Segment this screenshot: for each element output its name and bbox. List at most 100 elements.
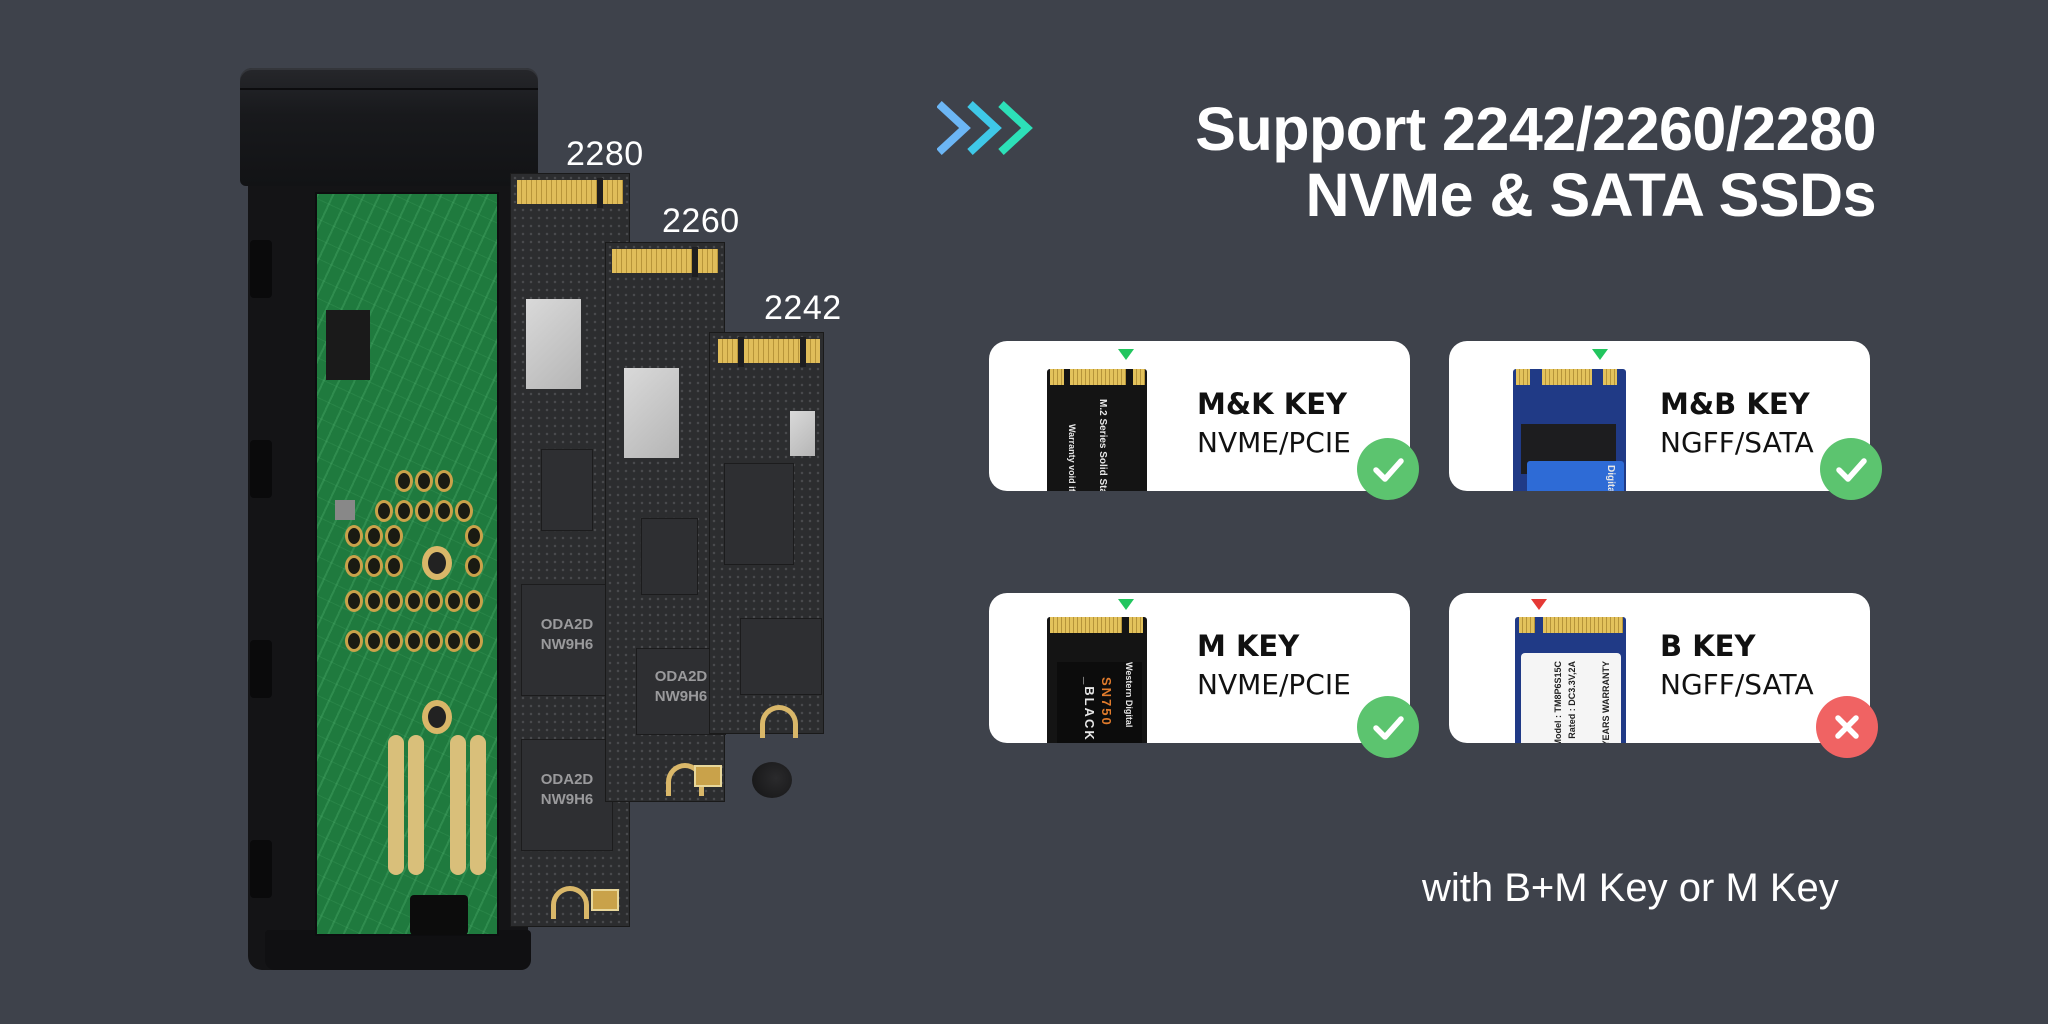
pcb-via	[425, 630, 443, 652]
pcb-via	[415, 500, 433, 522]
usb-gold-contact	[388, 735, 404, 875]
screw-notch	[760, 705, 798, 738]
ssd-image: _BLACK SN750 Western Digital	[1047, 617, 1147, 743]
pcb-via	[345, 555, 363, 577]
key-card-b: 5 YEARS WARRANTY Rated : DC3.3V,2A Model…	[1449, 593, 1878, 758]
gold-fingers	[1050, 369, 1064, 385]
page-title: Support 2242/2260/2280 NVMe & SATA SSDs	[1195, 96, 1876, 228]
pcb-via	[365, 590, 383, 612]
card-image-area: M.2 Series Solid State Warranty void if …	[989, 341, 1410, 491]
test-pad	[591, 889, 619, 911]
ssd-image: 5 YEARS WARRANTY Rated : DC3.3V,2A Model…	[1515, 617, 1626, 743]
key-type: M&B KEY	[1660, 387, 1810, 421]
card-image-area: _BLACK SN750 Western Digital	[989, 593, 1410, 743]
chip-marking: NW9H6	[540, 791, 594, 808]
chevron-1	[937, 101, 971, 155]
pcb-via	[345, 590, 363, 612]
pcb-via	[385, 630, 403, 652]
enclosure-grip-notch	[250, 840, 272, 898]
pcb-via	[465, 590, 483, 612]
key-type: M KEY	[1197, 629, 1300, 663]
supported-badge	[1357, 438, 1419, 500]
enclosure-foot	[265, 930, 531, 970]
card-image-area: Digital	[1449, 341, 1870, 491]
ssd-label-text: SN750	[1099, 677, 1114, 727]
key-notch	[738, 337, 744, 367]
key-notch	[692, 247, 698, 277]
pcb-via	[465, 630, 483, 652]
key-interface: NGFF/SATA	[1660, 426, 1814, 459]
chip-marking: ODA2D	[540, 771, 594, 788]
pcb-via	[405, 630, 423, 652]
enclosure-cap-seam	[240, 88, 538, 90]
nand-chip	[740, 618, 822, 695]
checkmark-icon	[1373, 716, 1404, 740]
key-type: M&K KEY	[1197, 387, 1347, 421]
usb-gold-contact	[450, 735, 466, 875]
close-x-icon	[1835, 715, 1859, 739]
key-notch-marker	[1531, 599, 1547, 610]
gold-fingers	[517, 180, 597, 204]
chevron-3	[998, 101, 1033, 155]
chip-marking: NW9H6	[654, 688, 708, 705]
ssd-label: 5 YEARS WARRANTY Rated : DC3.3V,2A Model…	[1521, 653, 1621, 743]
key-notch-marker	[1118, 349, 1134, 360]
title-line-2: NVMe & SATA SSDs	[1305, 161, 1877, 229]
key-notch-marker	[1118, 599, 1134, 610]
gold-fingers	[603, 180, 623, 204]
size-label-2260: 2260	[662, 202, 740, 240]
chevron-2	[967, 101, 1002, 155]
gold-fingers	[806, 339, 820, 363]
ssd-label	[1057, 662, 1142, 743]
controller-chip	[624, 368, 679, 458]
nand-chip: ODA2D NW9H6	[521, 584, 613, 696]
usb-gold-contact	[470, 735, 486, 875]
component	[790, 411, 815, 456]
size-label-2280: 2280	[566, 135, 644, 173]
pcb-via	[395, 500, 413, 522]
gold-fingers	[612, 249, 692, 273]
key-card-mb: Digital M&B KEY NGFF/SATA	[1449, 341, 1882, 500]
ssd-label-text: Warranty void if r	[1067, 424, 1077, 491]
ssd-label-text: _BLACK	[1082, 677, 1097, 742]
gold-fingers	[1070, 369, 1126, 385]
ssd-image: M.2 Series Solid State Warranty void if …	[1047, 369, 1147, 491]
pcb-via	[435, 470, 453, 492]
screw-notch	[551, 886, 589, 919]
supported-badge	[1357, 696, 1419, 758]
compatibility-note: with B+M Key or M Key	[1422, 866, 1839, 910]
ssd-label-text: 5 YEARS WARRANTY	[1601, 661, 1611, 743]
supported-badge	[1820, 438, 1882, 500]
pcb-via	[345, 525, 363, 547]
card-image-area: 5 YEARS WARRANTY Rated : DC3.3V,2A Model…	[1449, 593, 1870, 743]
ssd-label-text: Western Digital	[1124, 662, 1134, 728]
test-pad	[694, 765, 722, 787]
key-card-mk: M.2 Series Solid State Warranty void if …	[989, 341, 1419, 500]
gold-fingers	[718, 339, 738, 363]
gold-fingers	[1603, 369, 1617, 385]
size-label-2242: 2242	[764, 289, 842, 327]
ssd-label-text: Digital	[1605, 465, 1616, 491]
gold-fingers	[1516, 369, 1530, 385]
ssd-label-text: Model : TM8P6S15C	[1553, 661, 1563, 743]
chip-marking: NW9H6	[540, 636, 594, 653]
pcb-component	[335, 500, 355, 520]
dram-chip	[641, 518, 698, 595]
pcb-via	[415, 470, 433, 492]
checkmark-icon	[1373, 458, 1404, 482]
ssd-board-2242	[709, 332, 824, 738]
title-line-1: Support 2242/2260/2280	[1195, 95, 1876, 163]
key-notch-marker	[1592, 349, 1608, 360]
gold-fingers	[1133, 369, 1145, 385]
ssd-label-text: M.2 Series Solid State	[1097, 399, 1108, 491]
triple-chevron-right-icon	[937, 101, 1033, 155]
pcb-via	[365, 630, 383, 652]
usb-gold-contact	[408, 735, 424, 875]
pcb-via	[465, 525, 483, 547]
gold-fingers	[1543, 617, 1623, 633]
pcb-via	[365, 555, 383, 577]
key-interface: NVME/PCIE	[1197, 668, 1351, 701]
pcb-via	[435, 500, 453, 522]
pcb-via	[425, 590, 443, 612]
pcb-via	[345, 630, 363, 652]
